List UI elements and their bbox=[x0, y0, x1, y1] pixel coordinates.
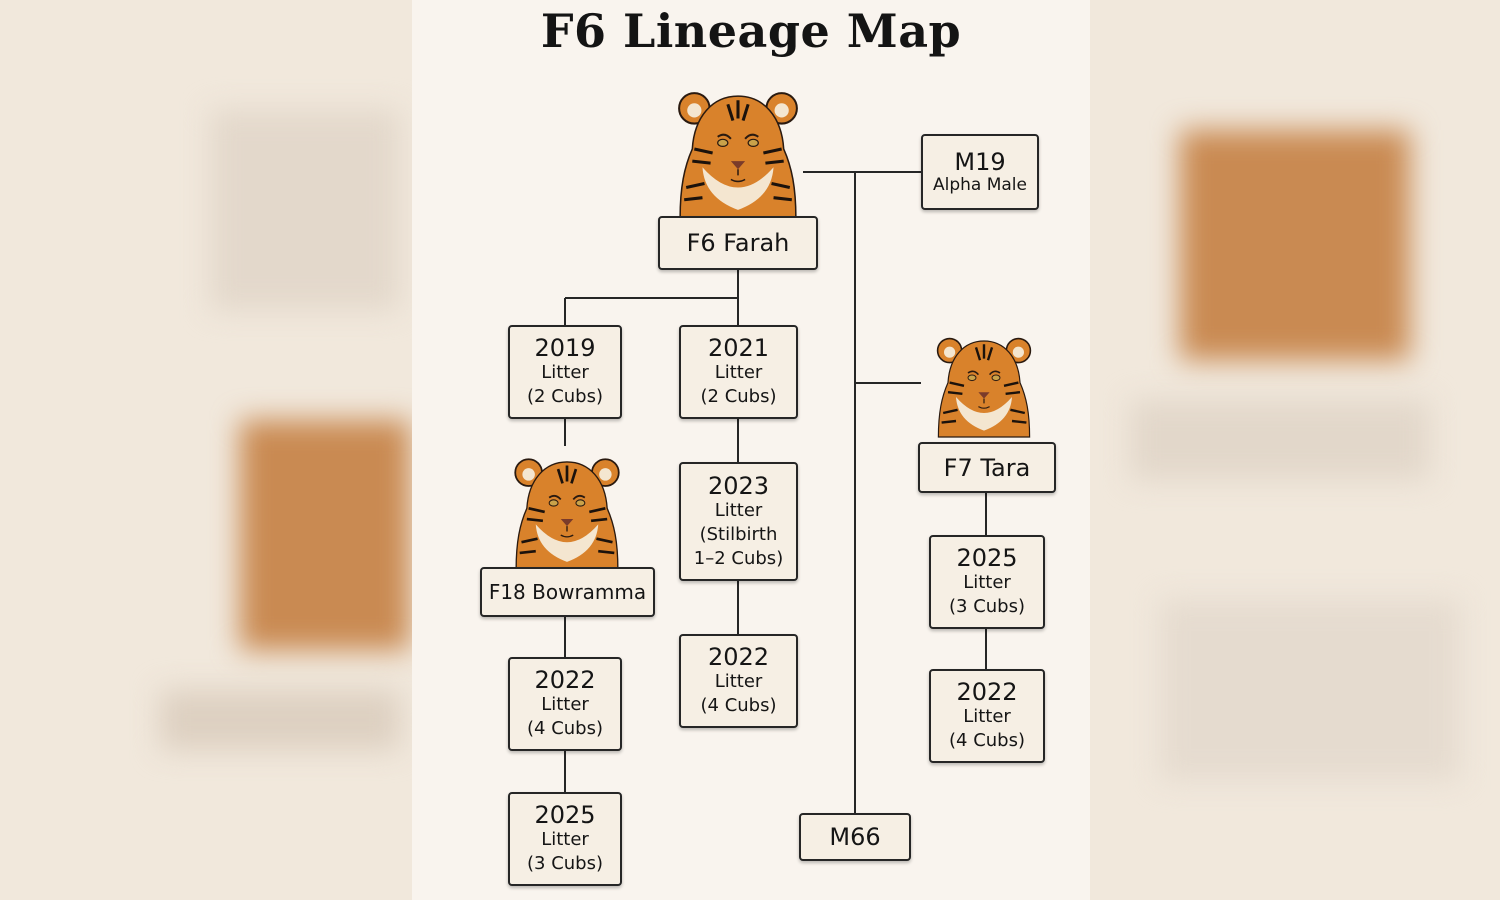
node-name: M19 bbox=[954, 148, 1006, 176]
node-litter-2021: 2021 Litter (2 Cubs) bbox=[679, 325, 798, 419]
litter-detail: (3 Cubs) bbox=[949, 596, 1025, 617]
node-f18-bowramma: F18 Bowramma bbox=[480, 567, 655, 617]
litter-label: Litter bbox=[963, 572, 1011, 593]
litter-year: 2023 bbox=[707, 471, 770, 500]
node-m66: M66 bbox=[799, 813, 911, 861]
litter-detail: (2 Cubs) bbox=[700, 386, 777, 407]
litter-detail: (2 Cubs) bbox=[527, 386, 603, 407]
litter-label: Litter bbox=[963, 706, 1011, 727]
right-blurred-panel bbox=[1090, 0, 1500, 900]
litter-year: 2019 bbox=[534, 334, 596, 362]
litter-year: 2022 bbox=[534, 666, 596, 694]
node-litter-2019: 2019 Litter (2 Cubs) bbox=[508, 325, 622, 419]
tiger-portrait-icon bbox=[936, 337, 1032, 438]
litter-year: 2021 bbox=[707, 334, 770, 362]
litter-label: Litter bbox=[541, 362, 589, 383]
litter-year: 2025 bbox=[534, 801, 596, 829]
node-litter-2022-f7: 2022 Litter (4 Cubs) bbox=[929, 669, 1045, 763]
node-litter-2022-f6: 2022 Litter (4 Cubs) bbox=[679, 634, 798, 728]
litter-detail: (4 Cubs) bbox=[949, 730, 1025, 751]
node-litter-2022-f18: 2022 Litter (4 Cubs) bbox=[508, 657, 622, 751]
tiger-portrait-icon bbox=[678, 92, 798, 218]
node-name: M66 bbox=[829, 823, 881, 851]
litter-label: Litter bbox=[541, 829, 589, 850]
litter-detail: (4 Cubs) bbox=[527, 718, 603, 739]
litter-detail: (4 Cubs) bbox=[700, 695, 777, 716]
node-litter-2025-f18: 2025 Litter (3 Cubs) bbox=[508, 792, 622, 886]
litter-detail: 1–2 Cubs) bbox=[693, 547, 784, 569]
litter-label: Litter bbox=[714, 499, 763, 521]
node-litter-2023: 2023 Litter (Stilbirth 1–2 Cubs) bbox=[679, 462, 798, 581]
litter-label: Litter bbox=[714, 362, 763, 383]
node-m19: M19 Alpha Male bbox=[921, 134, 1039, 210]
node-f6-farah: F6 Farah bbox=[658, 216, 818, 270]
litter-detail: (Stilbirth bbox=[699, 523, 778, 545]
tiger-portrait-icon bbox=[514, 458, 620, 569]
node-role: Alpha Male bbox=[932, 175, 1027, 195]
node-name: F18 Bowramma bbox=[488, 580, 647, 604]
litter-year: 2025 bbox=[956, 544, 1018, 572]
litter-year: 2022 bbox=[707, 643, 770, 671]
node-name: F6 Farah bbox=[686, 229, 790, 257]
node-name: F7 Tara bbox=[943, 453, 1031, 482]
litter-label: Litter bbox=[541, 694, 589, 715]
node-litter-2025-f7: 2025 Litter (3 Cubs) bbox=[929, 535, 1045, 629]
left-blurred-panel bbox=[0, 0, 412, 900]
litter-detail: (3 Cubs) bbox=[527, 853, 603, 874]
page-title: F6 Lineage Map bbox=[540, 4, 962, 58]
node-f7-tara: F7 Tara bbox=[918, 442, 1056, 493]
litter-year: 2022 bbox=[956, 678, 1018, 706]
litter-label: Litter bbox=[714, 671, 763, 692]
